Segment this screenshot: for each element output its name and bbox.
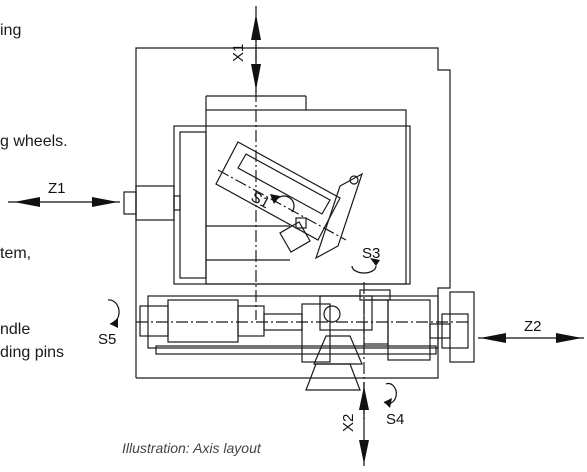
text-fragment-4: ndle bbox=[0, 321, 31, 338]
axis-label-s4: S4 bbox=[386, 411, 404, 428]
x2-axis-arrow bbox=[359, 382, 369, 466]
text-fragment-3: tem, bbox=[0, 245, 32, 262]
axis-label-z2: Z2 bbox=[524, 318, 542, 335]
s5-rotation-symbol bbox=[107, 299, 120, 328]
text-fragment-2: g wheels. bbox=[0, 133, 68, 150]
z2-axis-arrow bbox=[478, 333, 584, 343]
text-fragment-5: ding pins bbox=[0, 344, 65, 361]
axis-label-x2: X2 bbox=[340, 414, 357, 432]
grinding-head bbox=[215, 141, 364, 260]
s3-rotation-symbol bbox=[351, 258, 380, 274]
axis-label-s3: S3 bbox=[362, 245, 380, 262]
s1-rotation-symbol bbox=[270, 194, 295, 213]
left-spindle bbox=[123, 185, 181, 221]
figure-caption: Illustration: Axis layout bbox=[122, 440, 261, 456]
z1-axis-arrow bbox=[8, 197, 120, 207]
lower-table-assembly bbox=[136, 289, 470, 391]
axis-label-s5: S5 bbox=[98, 331, 116, 348]
axis-label-x1: X1 bbox=[230, 44, 247, 62]
axis-label-z1: Z1 bbox=[48, 180, 66, 197]
x1-axis-arrow bbox=[251, 6, 261, 92]
axis-label-s1: S1 bbox=[248, 189, 272, 213]
machine-base-frame bbox=[135, 47, 475, 379]
s4-rotation-symbol bbox=[383, 382, 397, 408]
text-fragment-1: ing bbox=[0, 22, 22, 39]
